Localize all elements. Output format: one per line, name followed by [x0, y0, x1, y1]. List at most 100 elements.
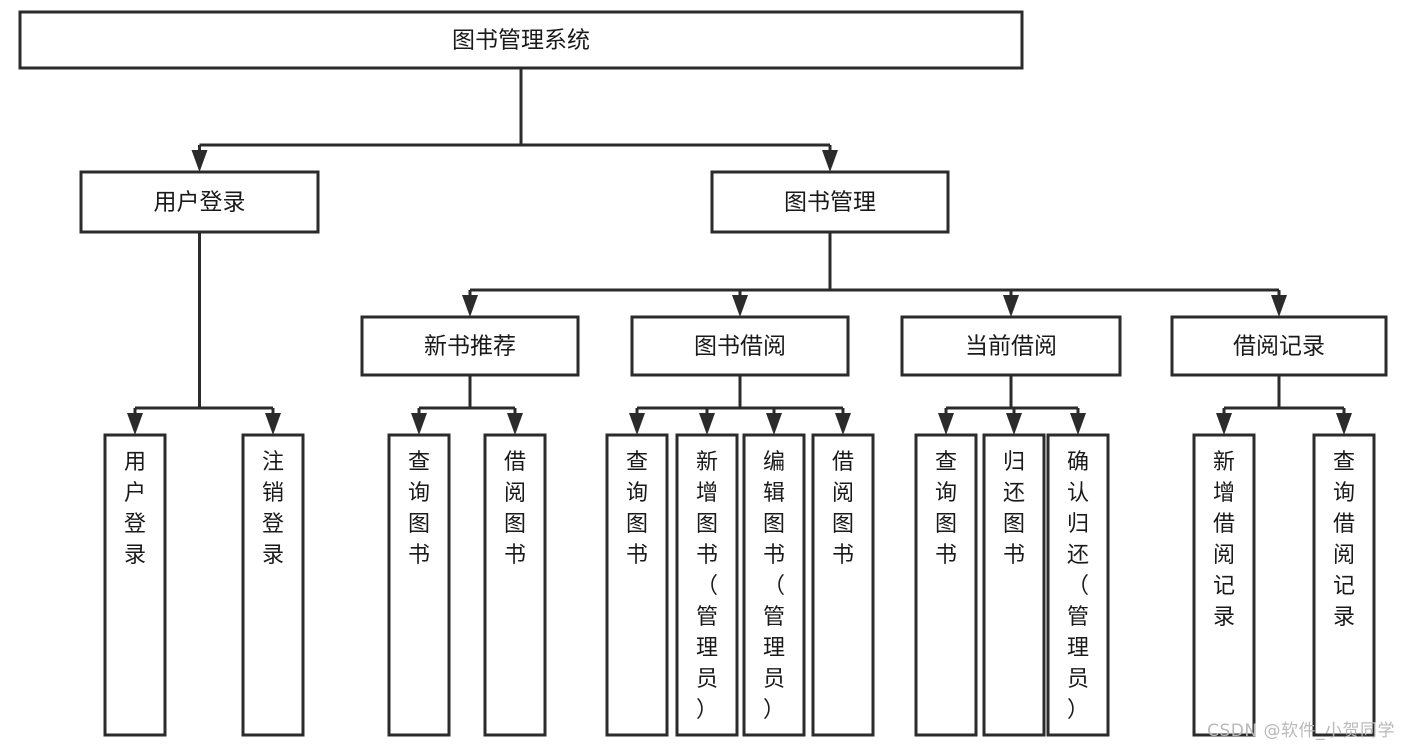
arrow-head-icon: [835, 413, 851, 435]
node-label-char: 认: [1067, 481, 1089, 506]
node-box[interactable]: [982, 433, 1046, 737]
node-label-char: 查: [408, 450, 430, 475]
node-box[interactable]: [900, 315, 1122, 377]
node-label-char: 阅: [1213, 543, 1235, 568]
node-box[interactable]: [79, 170, 320, 234]
node-label-char: （: [1067, 574, 1089, 599]
node-label-char: 用: [124, 450, 146, 475]
node-box[interactable]: [675, 433, 739, 737]
node-label-char: 书: [1003, 543, 1025, 568]
arrow-head-icon: [1006, 413, 1022, 435]
node-label-char: 记: [1213, 574, 1235, 599]
node-label-char: 阅: [504, 481, 526, 506]
node-label-char: 归: [1003, 450, 1025, 475]
node-box[interactable]: [18, 10, 1024, 70]
node-box[interactable]: [241, 433, 305, 737]
connector-group-book-manage: [462, 232, 1287, 317]
node-box[interactable]: [1312, 433, 1376, 737]
node-borrow-record[interactable]: 借阅记录: [1170, 315, 1388, 377]
node-label-char: 询: [1333, 481, 1355, 506]
node-label-char: 图: [1003, 512, 1025, 537]
node-box[interactable]: [742, 433, 806, 737]
node-label-char: 借: [1333, 512, 1355, 537]
node-box[interactable]: [360, 315, 580, 377]
connector-group-borrow-record: [1216, 375, 1352, 435]
node-label-char: 图: [504, 512, 526, 537]
node-label-char: 阅: [832, 481, 854, 506]
node-box[interactable]: [1170, 315, 1388, 377]
node-label-char: 管: [1067, 605, 1089, 630]
node-label-char: 图: [696, 512, 718, 537]
node-label: 图书借阅: [694, 334, 786, 360]
connector-group-book-borrow: [629, 375, 851, 435]
node-box[interactable]: [710, 170, 950, 234]
node-label-char: 员: [763, 667, 785, 692]
node-label-char: 查: [1333, 450, 1355, 475]
node-label: 图书管理系统: [452, 28, 590, 54]
node-label-char: 询: [935, 481, 957, 506]
watermark-text: CSDN @软件_小贺同学: [1207, 721, 1395, 741]
node-label-char: 书: [763, 543, 785, 568]
arrow-head-icon: [732, 295, 748, 317]
node-label-char: ）: [1067, 698, 1089, 723]
node-label-char: ）: [763, 698, 785, 723]
node-book-borrow[interactable]: 图书借阅: [630, 315, 850, 377]
node-label-char: 确: [1067, 450, 1089, 475]
node-book-manage[interactable]: 图书管理: [710, 170, 950, 234]
node-label-char: 图: [832, 512, 854, 537]
node-label-char: 书: [935, 543, 957, 568]
arrow-head-icon: [1336, 413, 1352, 435]
node-label-char: 录: [124, 543, 146, 568]
node-label-char: 新: [696, 450, 718, 475]
node-user-login[interactable]: 用户登录: [79, 170, 320, 234]
node-label-char: 书: [696, 543, 718, 568]
node-label-char: 记: [1333, 574, 1355, 599]
node-label-char: 还: [1067, 543, 1089, 568]
node-label-char: 图: [408, 512, 430, 537]
arrow-head-icon: [462, 295, 478, 317]
node-box[interactable]: [811, 433, 875, 737]
arrow-head-icon: [766, 413, 782, 435]
node-label-char: （: [763, 574, 785, 599]
node-box[interactable]: [605, 433, 669, 737]
node-box[interactable]: [914, 433, 978, 737]
arrow-head-icon: [1271, 295, 1287, 317]
node-current-borrow[interactable]: 当前借阅: [900, 315, 1122, 377]
node-label-char: 查: [626, 450, 648, 475]
node-root[interactable]: 图书管理系统: [18, 10, 1024, 70]
node-box[interactable]: [387, 433, 451, 737]
node-label-char: 查: [935, 450, 957, 475]
node-box[interactable]: [1192, 433, 1256, 737]
node-label-char: 询: [408, 481, 430, 506]
node-box[interactable]: [1046, 433, 1110, 737]
node-box[interactable]: [483, 433, 547, 737]
arrow-head-icon: [1216, 413, 1232, 435]
arrow-head-icon: [411, 413, 427, 435]
node-label-char: 借: [1213, 512, 1235, 537]
node-label-char: 理: [763, 636, 785, 661]
node-label: 用户登录: [154, 190, 246, 216]
node-label-char: 录: [262, 543, 284, 568]
node-box[interactable]: [630, 315, 850, 377]
node-label-char: 员: [1067, 667, 1089, 692]
node-box[interactable]: [103, 433, 167, 737]
node-new-book-rec[interactable]: 新书推荐: [360, 315, 580, 377]
node-label-char: ）: [696, 698, 718, 723]
node-label-char: 图: [763, 512, 785, 537]
node-label-char: 户: [124, 481, 146, 506]
arrow-head-icon: [265, 413, 281, 435]
node-leaf-user-login[interactable]: 用户登录: [103, 433, 167, 737]
node-label-char: 书: [408, 543, 430, 568]
